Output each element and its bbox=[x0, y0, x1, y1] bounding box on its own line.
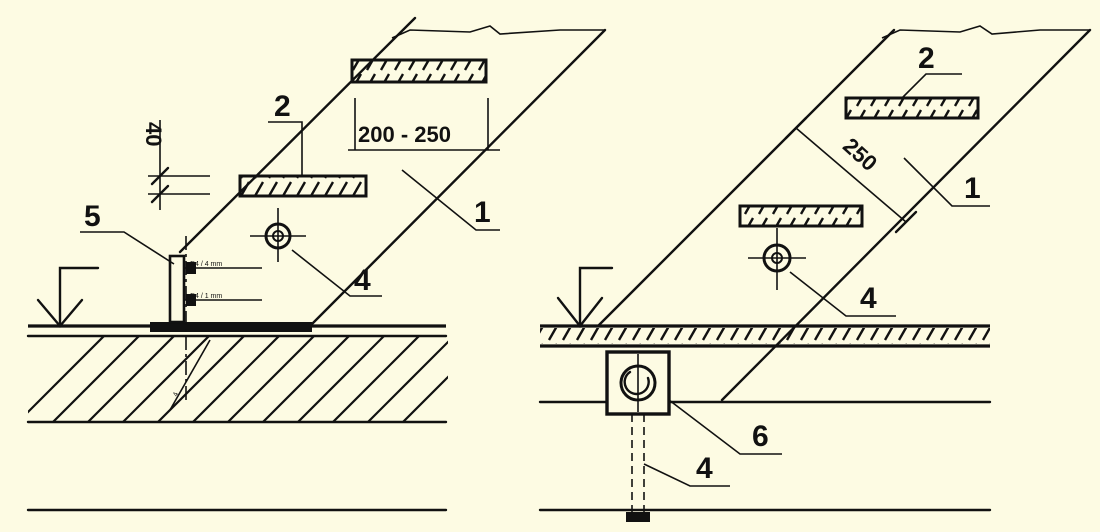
left-slab-edge-lower bbox=[178, 16, 417, 254]
left-anchor-note: 4 bbox=[172, 391, 180, 397]
left-weld-note-lower: ∑4 / 1 mm bbox=[190, 293, 222, 300]
left-label-1: 1 bbox=[474, 196, 491, 229]
left-anchor-leader bbox=[169, 339, 211, 411]
left-weld-block-upper bbox=[186, 262, 196, 274]
left-level-mark bbox=[58, 266, 100, 328]
left-dim40-tick-b bbox=[150, 184, 170, 204]
left-bar-lower bbox=[238, 174, 368, 198]
right-label-bolt: 4 bbox=[696, 452, 713, 485]
left-label-2: 2 bbox=[274, 90, 291, 123]
right-label-6: 6 bbox=[752, 420, 769, 453]
right-leader-4 bbox=[789, 271, 896, 317]
left-plate-5 bbox=[168, 254, 186, 324]
left-weld-block-lower bbox=[186, 294, 196, 306]
right-leader-1 bbox=[903, 157, 990, 207]
left-dim-offset: 40 bbox=[141, 122, 166, 146]
left-leader-5 bbox=[80, 231, 175, 265]
right-dim-line bbox=[795, 127, 907, 223]
left-leader-1 bbox=[401, 169, 500, 231]
left-slab-edge-upper bbox=[308, 28, 607, 328]
left-break-line bbox=[391, 25, 605, 39]
right-view: 250 2 1 4 6 4 bbox=[538, 25, 1092, 522]
right-label-4: 4 bbox=[860, 282, 877, 315]
right-label-2: 2 bbox=[918, 42, 935, 75]
left-weld-note-upper: ∑4 / 4 mm bbox=[190, 261, 222, 268]
left-plate-ticks bbox=[184, 267, 262, 301]
right-dim-tick-b bbox=[894, 210, 918, 234]
left-leader-2 bbox=[268, 121, 303, 176]
left-label-4: 4 bbox=[354, 264, 371, 297]
right-leader-6 bbox=[668, 399, 782, 455]
right-slab-edge-lower bbox=[596, 28, 896, 328]
left-label-5: 5 bbox=[84, 200, 101, 233]
right-break-line bbox=[881, 25, 1090, 39]
right-label-1: 1 bbox=[964, 172, 981, 205]
left-bar-upper bbox=[350, 58, 488, 84]
left-dim40-tick-a bbox=[150, 166, 170, 186]
right-anchor-core bbox=[771, 252, 783, 264]
right-level-arrow bbox=[556, 296, 604, 328]
right-leader-2 bbox=[901, 73, 962, 99]
right-dim-tick-a bbox=[784, 116, 808, 140]
right-bar-lower bbox=[738, 204, 864, 228]
right-level-mark bbox=[578, 266, 614, 328]
right-bolt-nut bbox=[626, 512, 650, 522]
left-anchor-core bbox=[272, 230, 284, 242]
right-bar-upper bbox=[844, 96, 980, 120]
right-leader-bolt bbox=[643, 463, 730, 487]
right-bracket-anchor-arc bbox=[623, 370, 650, 396]
left-ground-hatch bbox=[28, 336, 448, 422]
right-anchor-circle bbox=[762, 243, 792, 273]
left-level-arrow bbox=[36, 298, 84, 328]
left-leader-4 bbox=[291, 249, 382, 297]
left-anchor-circle bbox=[264, 222, 292, 250]
left-floor-plate bbox=[150, 322, 312, 332]
right-floor-hatch bbox=[540, 328, 990, 344]
left-view: 4 ∑4 / 4 mm ∑4 / 1 mm 200 - 250 40 2 1 bbox=[26, 16, 607, 512]
left-dim-spacing: 200 - 250 bbox=[358, 122, 451, 147]
